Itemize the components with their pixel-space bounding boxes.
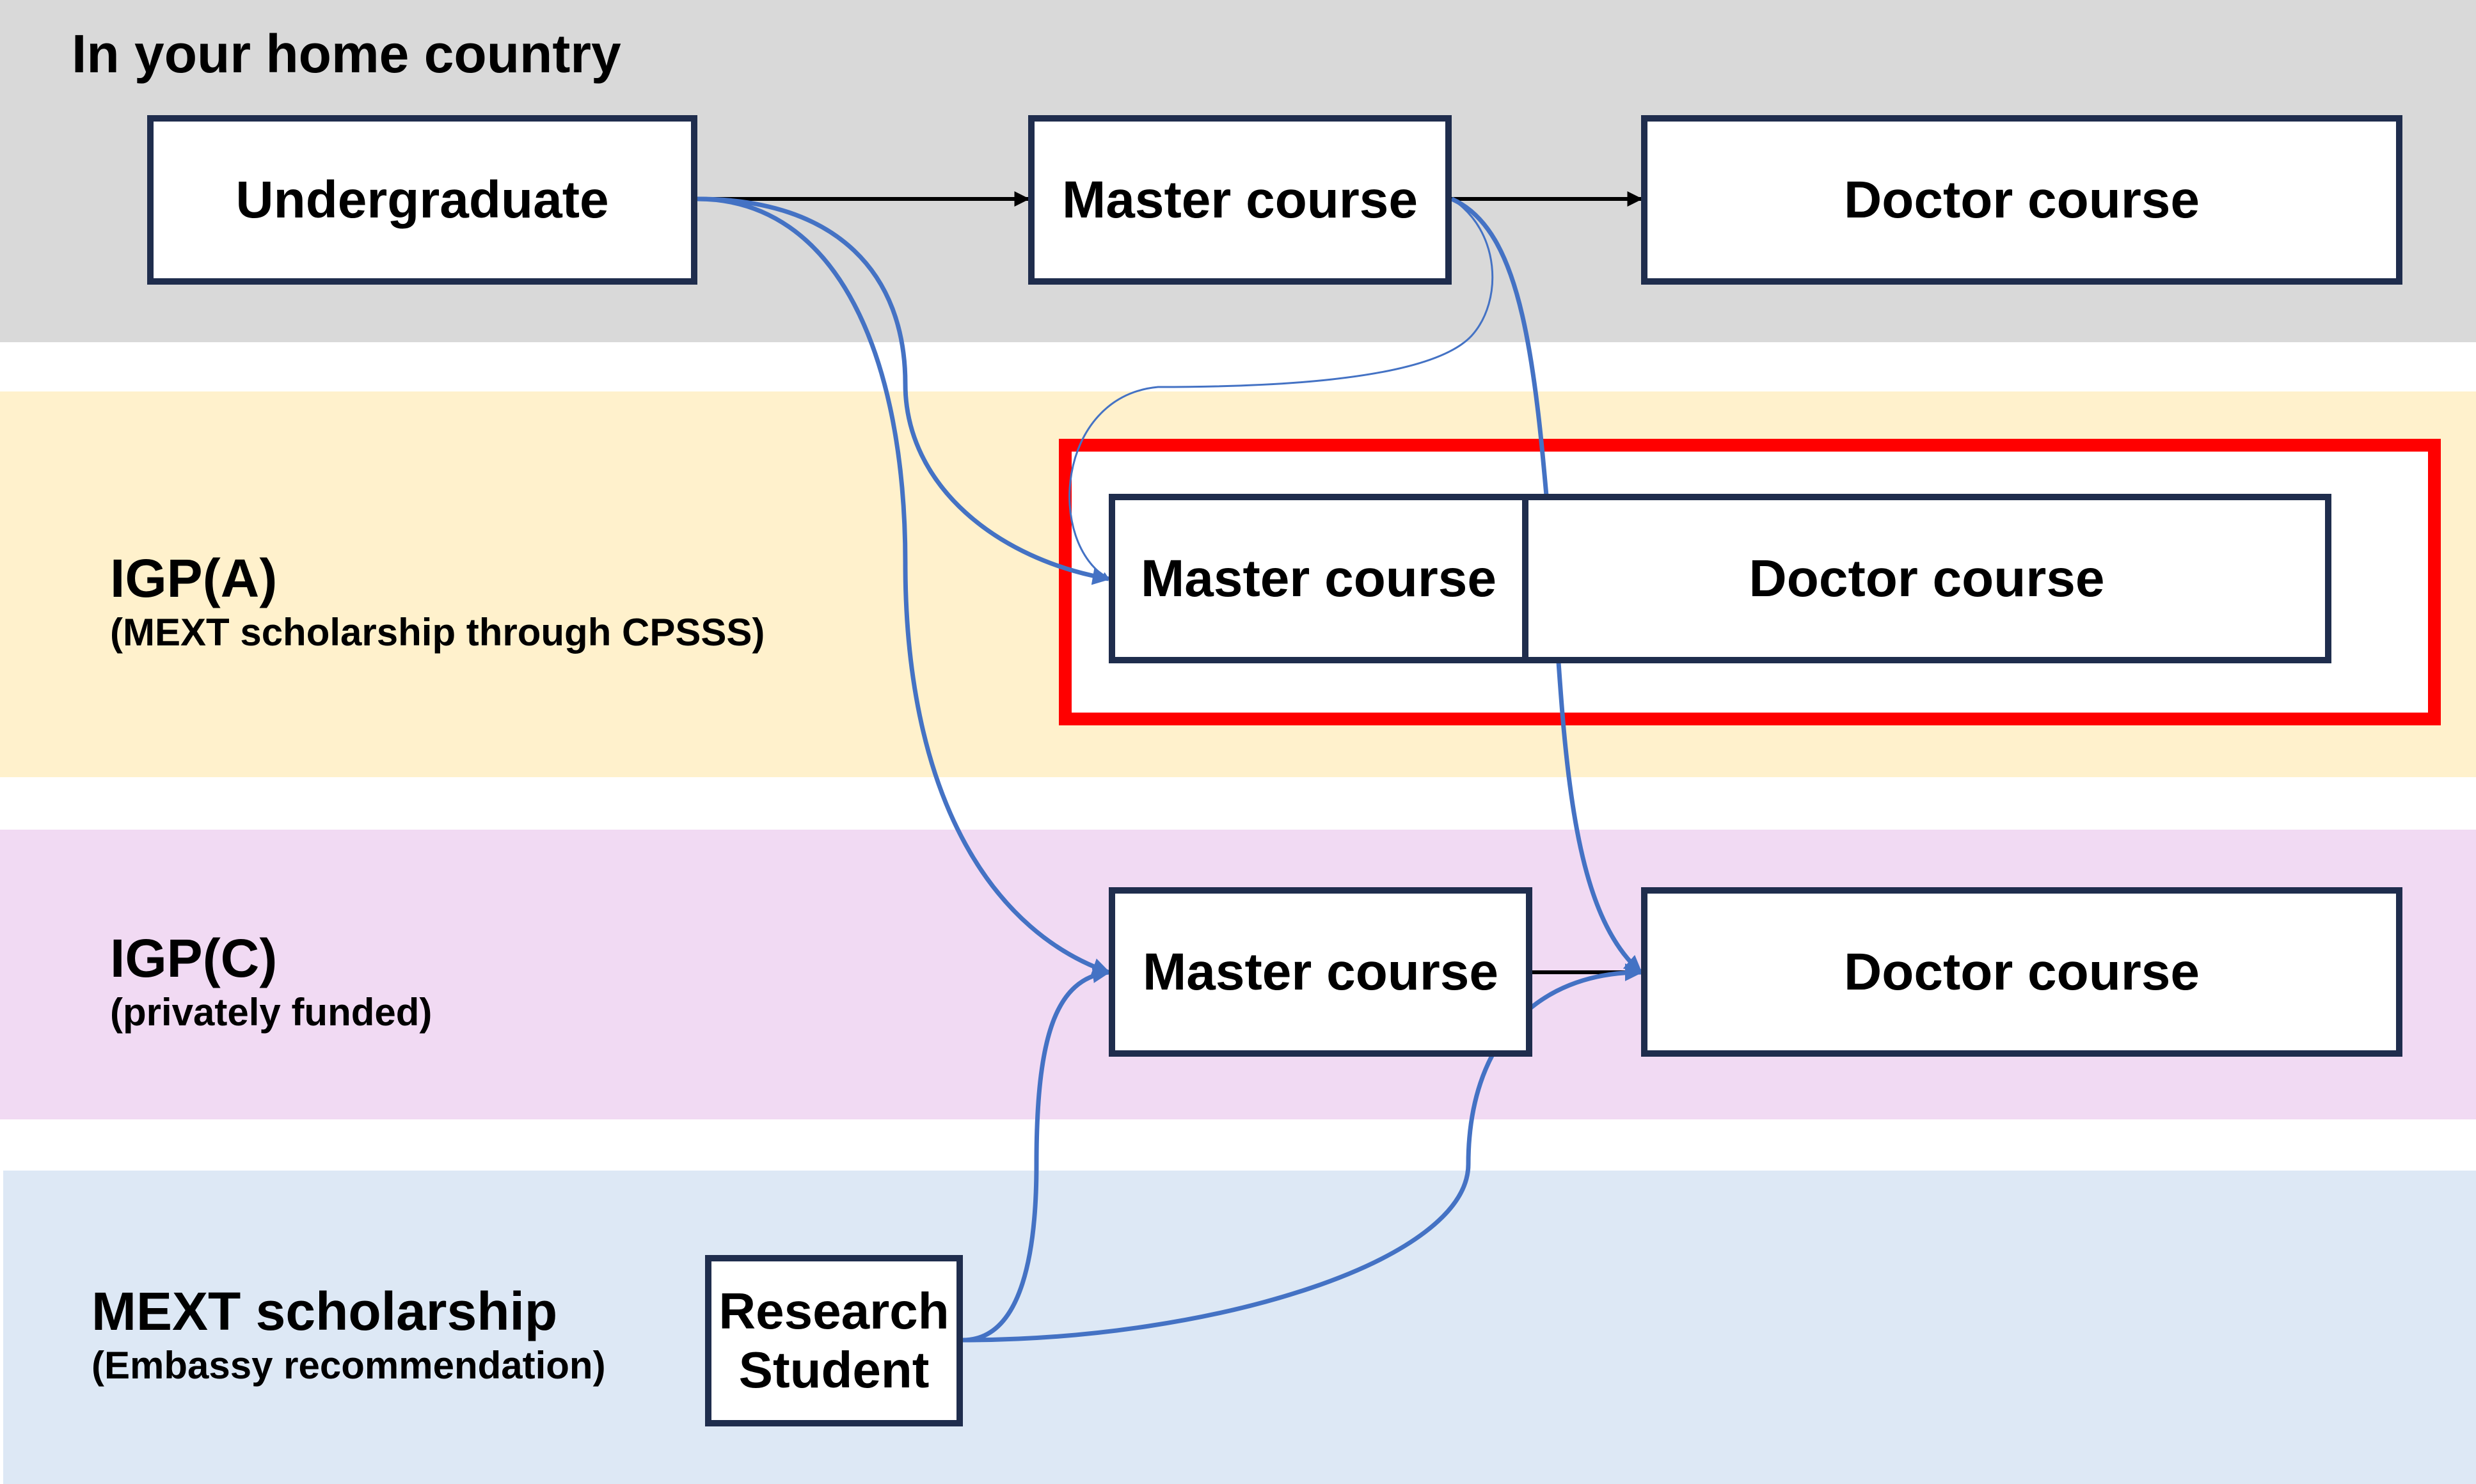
mext-label: MEXT scholarship (Embassy recommendation…	[91, 1282, 606, 1387]
igp-c-doctor-course-box: Doctor course	[1641, 887, 2402, 1057]
home-country-label: In your home country	[72, 24, 621, 84]
arrow-undergraduate-to-igp-a-master	[697, 196, 1111, 585]
arrow-home-master-to-igp-a-master	[1068, 198, 1494, 580]
arrow-research-student-to-igp-c-doctor	[962, 963, 1643, 1343]
research-student-line2: Student	[738, 1341, 930, 1398]
arrow-undergraduate-to-igp-c-master	[697, 196, 1111, 975]
home-doctor-course-box: Doctor course	[1641, 115, 2402, 285]
home-undergraduate-box: Undergraduate	[147, 115, 697, 285]
mext-title: MEXT scholarship	[91, 1281, 558, 1341]
igp-a-doctor-course-box: Doctor course	[1522, 494, 2331, 663]
mext-band	[3, 1171, 2476, 1484]
home-master-course-box: Master course	[1028, 115, 1452, 285]
igp-c-title: IGP(C)	[110, 928, 278, 988]
research-student-line1: Research	[718, 1283, 949, 1339]
igp-a-label: IGP(A) (MEXT scholarship through CPSSS)	[110, 549, 765, 654]
arrow-research-student-to-igp-c-master	[962, 965, 1111, 1343]
research-student-box: Research Student	[705, 1255, 963, 1426]
igp-c-subtitle: (privately funded)	[110, 991, 433, 1034]
mext-subtitle: (Embassy recommendation)	[91, 1344, 606, 1387]
home-country-title: In your home country	[72, 24, 621, 84]
igp-c-label: IGP(C) (privately funded)	[110, 929, 432, 1034]
igp-c-master-course-box: Master course	[1109, 887, 1532, 1057]
igp-a-subtitle: (MEXT scholarship through CPSSS)	[110, 611, 765, 654]
igp-a-master-course-box: Master course	[1109, 494, 1528, 663]
igp-a-title: IGP(A)	[110, 548, 278, 608]
